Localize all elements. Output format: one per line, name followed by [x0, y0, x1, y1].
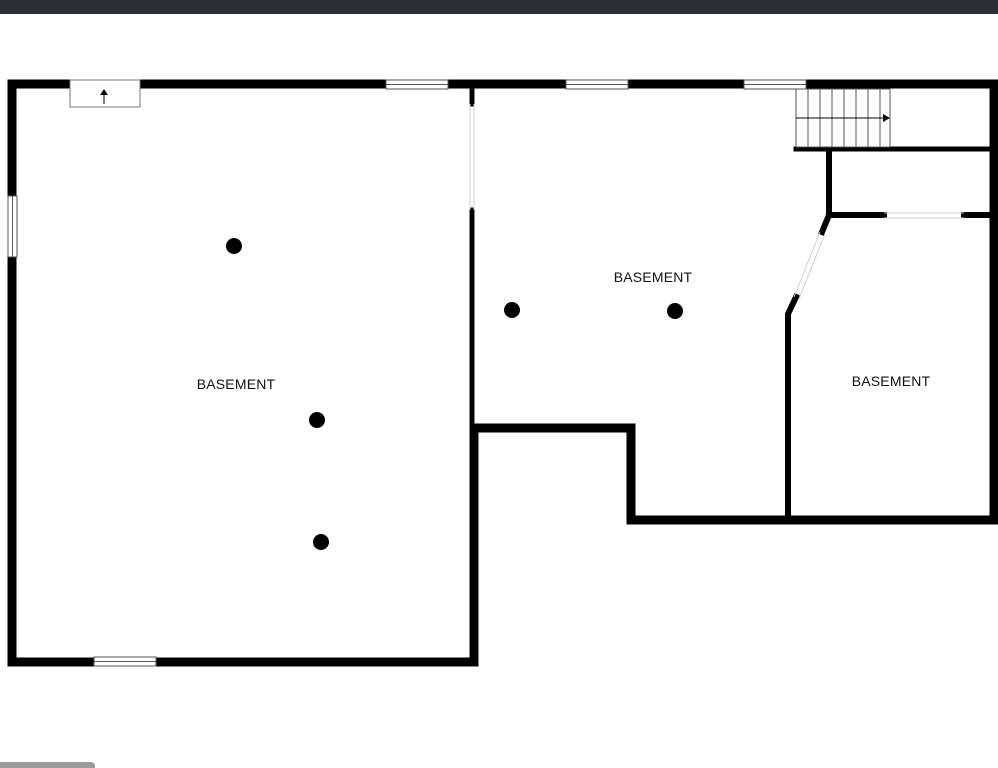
doorway-angled-b	[798, 233, 826, 300]
angled-wall-bottom	[785, 293, 800, 519]
wall-bottom-right	[469, 423, 998, 525]
staircase	[795, 88, 891, 148]
support-post	[226, 238, 242, 254]
window-top-2	[565, 79, 629, 90]
up-arrow-icon	[100, 89, 108, 95]
support-post	[504, 302, 520, 318]
support-post	[309, 412, 325, 428]
window-top-3	[743, 79, 807, 90]
support-post	[667, 303, 683, 319]
room-label-center: BASEMENT	[614, 269, 693, 285]
corner-badge	[0, 762, 95, 768]
window-top-1	[385, 79, 449, 90]
entry-stair-notch	[69, 79, 141, 108]
window-left	[7, 195, 18, 258]
room-label-right: BASEMENT	[852, 373, 931, 389]
angled-wall-top	[818, 211, 833, 236]
support-post	[313, 534, 329, 550]
support-posts	[226, 238, 683, 550]
top-bar	[0, 0, 998, 14]
room-label-left: BASEMENT	[197, 376, 276, 392]
window-bottom	[93, 656, 157, 667]
interior-walls	[469, 85, 993, 519]
doorway-angled	[793, 231, 821, 298]
doorways	[469, 104, 964, 300]
windows	[7, 79, 807, 667]
stair-direction-arrow-icon	[883, 114, 890, 122]
walls	[7, 79, 998, 667]
